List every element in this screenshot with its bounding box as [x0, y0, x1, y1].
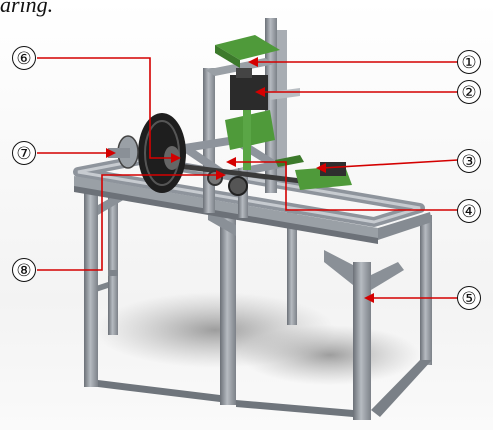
green-rod [243, 110, 251, 170]
caption-fragment: aring. [0, 0, 54, 17]
callout-6: ⑥ [12, 46, 36, 70]
tower-post [277, 30, 287, 180]
arrow-4 [226, 157, 236, 167]
leader-3 [321, 159, 459, 169]
motor-bracket [270, 88, 300, 100]
top-clamp [215, 35, 280, 60]
frame-front-beam-shade [74, 186, 378, 244]
leader-4 [233, 161, 458, 211]
callout-8: ⑧ [12, 258, 36, 282]
arrow-1 [248, 57, 258, 67]
callout-5: ⑤ [457, 286, 481, 310]
floor-shadow-2 [240, 325, 420, 385]
bearing [228, 176, 248, 196]
callout-1: ① [457, 50, 481, 74]
center-frame [174, 135, 286, 180]
arrow-5 [364, 293, 374, 303]
frame-brace [208, 210, 236, 236]
callout-7: ⑦ [12, 141, 36, 165]
callout-2: ② [457, 80, 481, 104]
frame-brace [371, 262, 404, 290]
leader-6 [37, 57, 175, 159]
leader-arrows [106, 57, 374, 303]
left-mount [108, 148, 130, 158]
top-clamp-side [215, 45, 240, 68]
frame-leg [108, 190, 118, 335]
callout-4: ④ [457, 199, 481, 223]
frame-rail [108, 270, 118, 276]
frame-front-beam [74, 176, 378, 240]
frame-rail [236, 400, 353, 417]
frame-leg [353, 262, 371, 420]
frame-leg [420, 215, 432, 365]
motor-top [236, 68, 252, 78]
frame-leg [287, 205, 297, 325]
frame-side-beam [378, 212, 432, 240]
arrow-7 [106, 148, 116, 158]
leader-lines [37, 57, 459, 299]
frame-brace [324, 250, 353, 285]
arrow-3 [316, 163, 326, 173]
right-arm [275, 155, 304, 167]
frame-leg [84, 182, 98, 387]
frame-rail [98, 380, 220, 402]
carriage-block [320, 162, 346, 176]
frame-leg [220, 215, 236, 405]
arrow-8 [216, 170, 226, 180]
arrow-6 [171, 153, 181, 163]
leader-8 [37, 174, 220, 271]
frame-rail [371, 360, 432, 417]
arrow-2 [255, 87, 265, 97]
frame-top-inner [77, 158, 421, 224]
callout-3: ③ [457, 149, 481, 173]
main-shaft [150, 160, 330, 187]
